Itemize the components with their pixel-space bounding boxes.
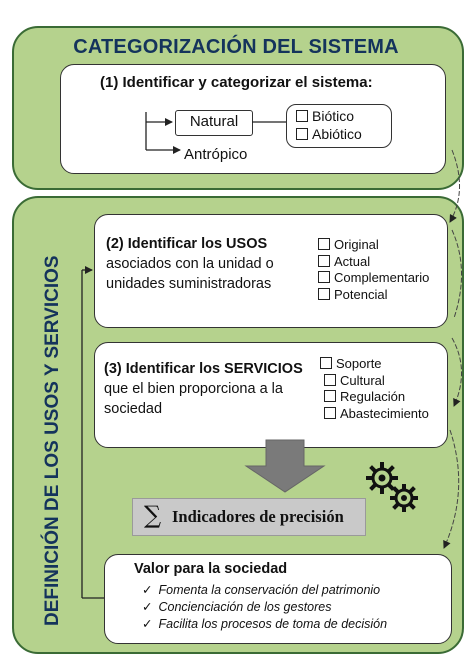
servicios-options: Soporte Cultural Regulación Abastecimien… <box>324 356 429 422</box>
definition-vertical-title: DEFINICIÓN DE LOS USOS Y SERVICIOS <box>42 255 63 626</box>
usos-option-potencial: Potencial <box>318 287 429 304</box>
natural-label: Natural <box>189 113 239 130</box>
usos-option-actual: Actual <box>318 254 429 271</box>
indicators-label: Indicadores de precisión <box>172 507 344 526</box>
servicios-option-abastecimiento: Abastecimiento <box>324 406 429 423</box>
indicators-box <box>132 498 366 536</box>
value-title: Valor para la sociedad <box>134 561 288 577</box>
sigma-icon: ∑ <box>144 501 162 529</box>
usos-line1: (2) Identificar los USOS <box>106 236 268 252</box>
usos-options: Original Actual Complementario Potencial <box>318 237 429 303</box>
usos-option-complementario: Complementario <box>318 270 429 287</box>
servicios-option-regulacion: Regulación <box>324 389 429 406</box>
usos-option-original: Original <box>318 237 429 254</box>
value-items: Fomenta la conservación del patrimonio C… <box>142 582 387 633</box>
servicios-option-soporte: Soporte <box>320 356 429 373</box>
value-item: Fomenta la conservación del patrimonio <box>142 582 387 599</box>
servicios-line3: sociedad <box>104 401 163 417</box>
servicios-option-cultural: Cultural <box>324 373 429 390</box>
usos-line3: unidades suministradoras <box>106 276 272 292</box>
biotico-option: Biótico <box>296 107 354 125</box>
usos-line2: asociados con la unidad o <box>106 256 274 272</box>
step1-label: (1) Identificar y categorizar el sistema… <box>100 74 373 91</box>
categorization-title: CATEGORIZACIÓN DEL SISTEMA <box>73 36 399 58</box>
value-item: Facilita los procesos de toma de decisió… <box>142 616 387 633</box>
abiotico-option: Abiótico <box>296 125 362 143</box>
antropico-label: Antrópico <box>184 146 248 163</box>
value-item: Concienciación de los gestores <box>142 599 387 616</box>
natural-box <box>175 110 253 136</box>
servicios-line1: (3) Identificar los SERVICIOS <box>104 361 303 377</box>
servicios-line2: que el bien proporciona a la <box>104 381 283 397</box>
